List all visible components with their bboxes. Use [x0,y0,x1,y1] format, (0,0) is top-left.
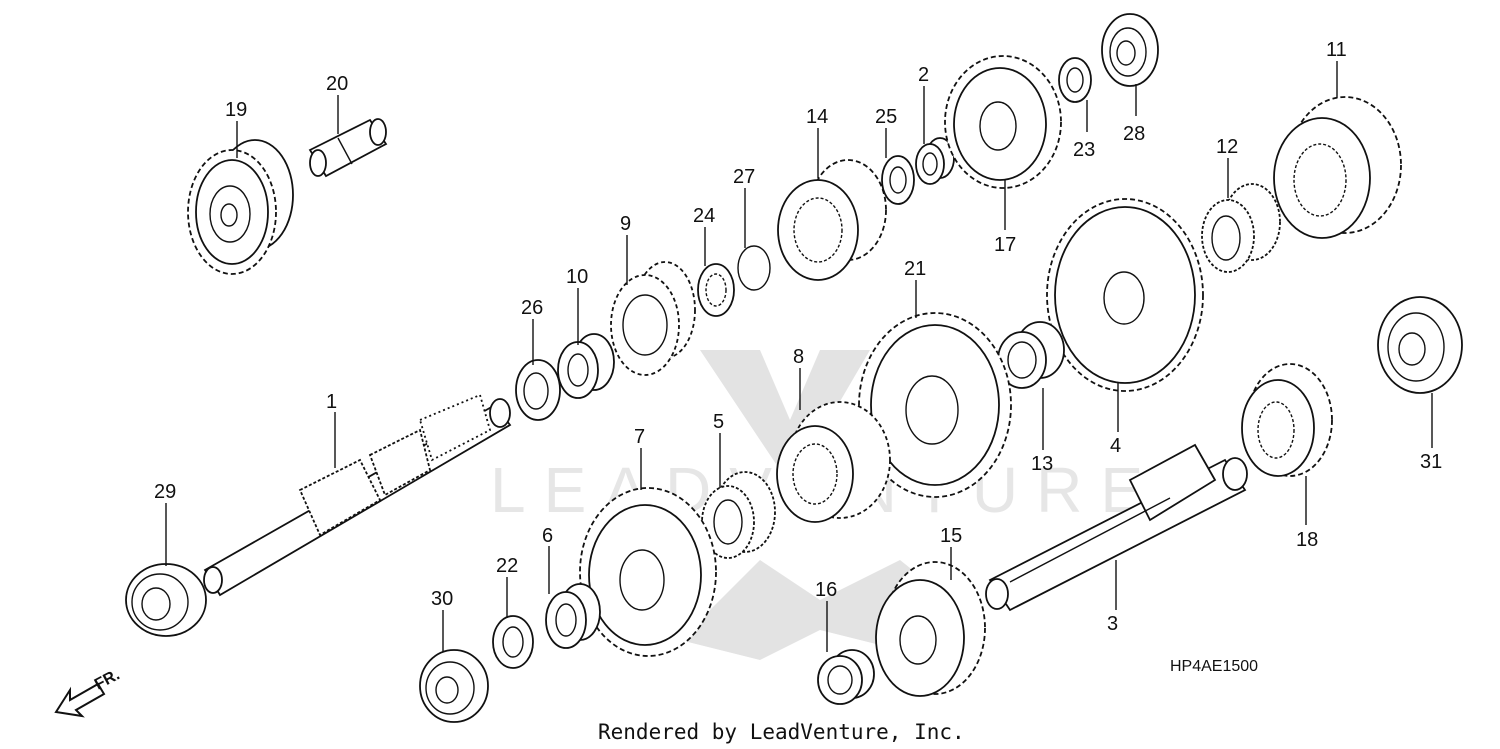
part-label-22[interactable]: 22 [496,555,518,577]
part-label-15[interactable]: 15 [940,525,962,547]
part-label-10[interactable]: 10 [566,266,588,288]
part-label-8[interactable]: 8 [793,346,804,368]
part-27-circlip [737,245,771,291]
part-label-14[interactable]: 14 [806,106,828,128]
part-11-gear [1273,96,1402,239]
part-5-needle-bearing [701,471,776,559]
part-7-gear [579,487,717,657]
part-15-gear [875,561,986,697]
part-12-needle-bearing [1201,183,1281,273]
part-label-17[interactable]: 17 [994,234,1016,256]
part-19-gear [187,139,294,275]
part-label-12[interactable]: 12 [1216,136,1238,158]
part-label-7[interactable]: 7 [634,426,645,448]
part-3-countershaft [985,443,1248,612]
part-28-bearing [1101,13,1159,87]
part-label-16[interactable]: 16 [815,579,837,601]
part-2-bushing [915,137,955,185]
part-label-1[interactable]: 1 [326,391,337,413]
part-label-28[interactable]: 28 [1123,123,1145,145]
part-18-gear [1241,363,1333,477]
part-20-pin [308,118,388,178]
leader-lines [165,61,1433,652]
part-label-18[interactable]: 18 [1296,529,1318,551]
part-26-washer [515,359,561,421]
part-number-labels: 1 2 3 4 5 6 7 8 9 10 11 12 13 14 15 16 1… [154,39,1442,635]
part-label-6[interactable]: 6 [542,525,553,547]
part-label-19[interactable]: 19 [225,99,247,121]
part-24-washer [697,263,735,317]
part-label-29[interactable]: 29 [154,481,176,503]
part-label-4[interactable]: 4 [1110,435,1121,457]
part-17-gear [944,55,1062,189]
part-14-gear [777,159,887,281]
part-label-27[interactable]: 27 [733,166,755,188]
part-label-26[interactable]: 26 [521,297,543,319]
part-label-23[interactable]: 23 [1073,139,1095,161]
part-31-bearing [1377,296,1463,394]
part-4-large-gear [1046,198,1204,392]
part-label-21[interactable]: 21 [904,258,926,280]
part-label-11[interactable]: 11 [1326,39,1347,61]
part-16-bushing [817,649,875,705]
part-23-washer [1058,57,1092,103]
part-label-9[interactable]: 9 [620,213,631,235]
part-6-collar [545,583,601,649]
render-credit: Rendered by LeadVenture, Inc. [598,720,965,744]
part-label-2[interactable]: 2 [918,64,929,86]
part-10-bushing [557,333,615,399]
part-label-3[interactable]: 3 [1107,613,1118,635]
part-29-bearing [125,563,207,637]
part-label-24[interactable]: 24 [693,205,715,227]
part-9-gear [610,261,696,376]
front-arrow-icon [54,682,106,718]
part-30-bearing [419,649,489,723]
front-direction-indicator: FR. [54,666,123,718]
part-label-30[interactable]: 30 [431,588,453,610]
part-8-gear-sleeve [776,401,891,523]
part-label-20[interactable]: 20 [326,73,348,95]
part-21-gear [858,312,1012,498]
part-1-mainshaft [203,393,512,597]
part-label-31[interactable]: 31 [1420,451,1442,473]
part-label-25[interactable]: 25 [875,106,897,128]
part-25-washer [881,155,915,205]
diagram-code: HP4AE1500 [1170,658,1258,675]
part-label-13[interactable]: 13 [1031,453,1053,475]
part-13-collar [997,321,1065,389]
part-22-washer [492,615,534,669]
part-label-5[interactable]: 5 [713,411,724,433]
